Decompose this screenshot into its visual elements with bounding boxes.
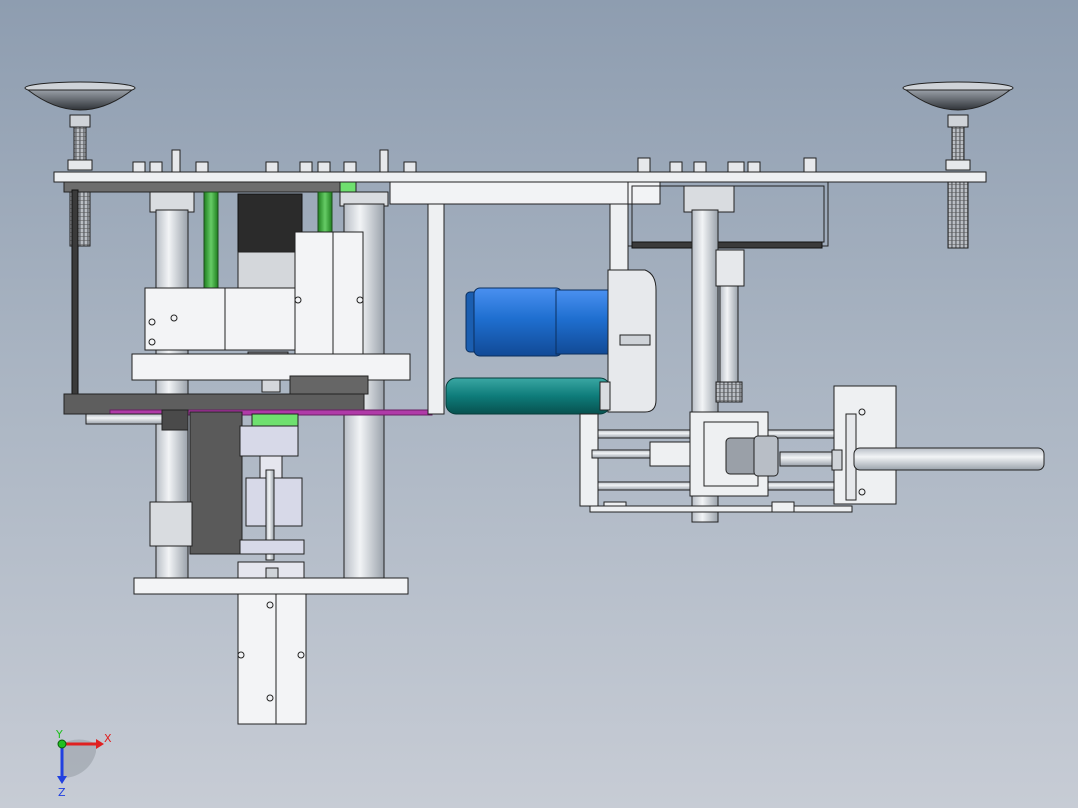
motor-bracket-side[interactable] [609, 203, 629, 275]
bottom-plate[interactable] [133, 577, 409, 595]
lift-mechanism[interactable] [237, 425, 305, 579]
y-axis-dot [57, 739, 67, 749]
dark-vertical-bracket[interactable] [189, 411, 243, 555]
stepper-motor[interactable] [237, 193, 303, 289]
green-marker-block [339, 181, 357, 193]
left-horizontal-rod [85, 413, 167, 425]
coordinate-triad: X Y Z [55, 728, 112, 799]
dark-top-rail[interactable] [63, 181, 345, 193]
dark-bracket-small [289, 375, 369, 395]
top-plate-bolts [132, 149, 817, 173]
green-slider-block [251, 413, 299, 427]
y-axis-label: Y [55, 728, 63, 741]
z-axis-label: Z [58, 786, 66, 799]
teal-roller[interactable] [445, 377, 611, 415]
bottom-cylinder[interactable] [237, 593, 307, 725]
green-guide-rod-left [203, 191, 219, 293]
blue-drive-motor[interactable] [465, 287, 613, 357]
left-rod-clamp [161, 409, 189, 431]
x-axis-label: X [104, 732, 112, 745]
leveling-foot-left[interactable] [24, 81, 136, 247]
left-threaded-rod [71, 189, 79, 396]
grey-side-block [149, 501, 193, 547]
motor-bracket-frame[interactable] [427, 203, 445, 415]
drive-housing[interactable] [144, 231, 364, 363]
white-header-block[interactable] [389, 181, 661, 205]
top-mounting-plate[interactable] [53, 171, 987, 183]
gearbox-housing[interactable] [607, 269, 657, 413]
pneumatic-slide[interactable] [579, 385, 1045, 513]
leveling-foot-right[interactable] [902, 81, 1014, 249]
